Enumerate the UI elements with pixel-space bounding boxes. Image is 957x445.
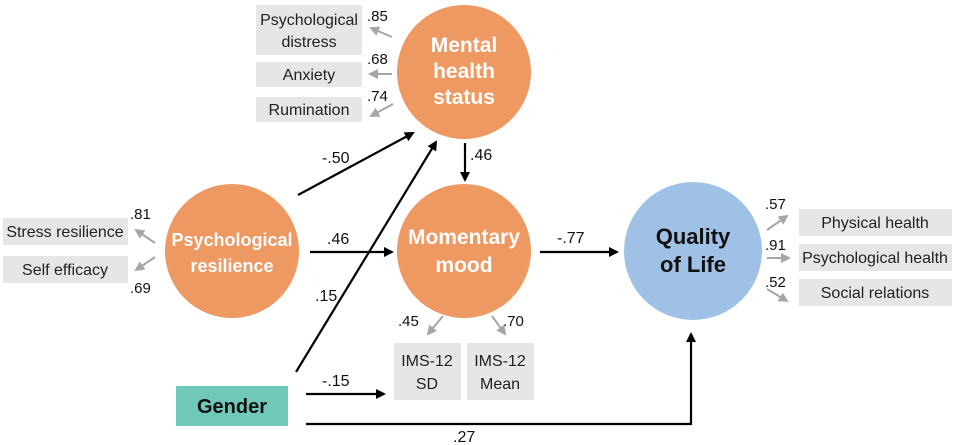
node-momentary-mood-line1: Momentary (408, 226, 520, 249)
loading-psych-distress: .85 (367, 8, 388, 25)
loading-arrow-social-relations (766, 288, 789, 303)
node-gender: Gender (176, 386, 288, 426)
node-psychological-resilience: Psychological resilience (165, 184, 299, 318)
node-mental-health-line1: Mental (431, 34, 498, 57)
loading-anxiety: .68 (367, 51, 388, 68)
indicator-ims-sd: IMS-12 SD (394, 343, 461, 400)
loading-ims-sd: .45 (398, 313, 419, 330)
indicator-psychological-health: Psychological health (799, 244, 952, 271)
coef-gender-to-mood: -.15 (322, 373, 350, 390)
node-mental-health-line3: status (433, 86, 495, 109)
indicator-rumination-label: Rumination (269, 102, 350, 119)
path-resilience-to-mental (297, 132, 415, 196)
loading-arrow-self-efficacy (134, 256, 156, 272)
indicator-ims-mean-line2: Mean (480, 376, 520, 393)
loading-ims-mean: .70 (503, 313, 524, 330)
loading-arrow-stress-resilience (134, 228, 156, 244)
coef-mental-to-mood: .46 (470, 147, 492, 164)
indicator-stress-resilience: Stress resilience (3, 218, 128, 245)
indicator-ims-sd-line2: SD (416, 376, 438, 393)
node-mental-health-status: Mental health status (397, 5, 531, 139)
indicator-psychological-health-label: Psychological health (802, 250, 948, 267)
indicator-ims-mean: IMS-12 Mean (467, 343, 534, 400)
coef-resilience-to-mental: -.50 (322, 150, 350, 167)
node-momentary-mood-line2: mood (435, 254, 492, 277)
indicator-social-relations-label: Social relations (821, 285, 930, 302)
coef-gender-to-mental: .15 (315, 288, 337, 305)
indicator-physical-health: Physical health (799, 209, 952, 236)
indicator-ims-mean-line1: IMS-12 (474, 353, 526, 370)
loading-self-efficacy: .69 (130, 280, 151, 297)
node-mental-health-line2: health (433, 60, 495, 83)
path-gender-to-mental (295, 140, 438, 373)
loading-physical-health: .57 (765, 196, 786, 213)
loading-arrow-ims-mean (491, 315, 507, 336)
loading-stress-resilience: .81 (130, 206, 151, 223)
loading-arrow-psych-distress (369, 26, 393, 38)
loading-psychological-health: .91 (765, 237, 786, 254)
indicator-rumination: Rumination (256, 97, 362, 122)
indicator-anxiety-label: Anxiety (283, 67, 335, 84)
indicator-stress-resilience-label: Stress resilience (6, 224, 123, 241)
indicator-physical-health-label: Physical health (821, 215, 929, 232)
indicator-psych-distress-line1: Psychological (260, 12, 358, 29)
coef-mood-to-quality: -.77 (557, 230, 585, 247)
indicator-anxiety: Anxiety (256, 62, 362, 87)
node-psych-resilience-line2: resilience (190, 256, 273, 276)
node-momentary-mood: Momentary mood (397, 184, 531, 318)
node-quality-of-life: Quality of Life (624, 182, 762, 320)
indicator-social-relations: Social relations (799, 279, 952, 306)
node-quality-line1: Quality (656, 224, 731, 249)
path-gender-to-quality (306, 332, 696, 426)
indicator-psych-distress-line2: distress (281, 34, 336, 51)
indicator-ims-sd-line1: IMS-12 (401, 353, 453, 370)
loading-arrow-ims-sd (426, 315, 444, 336)
coef-gender-to-quality: .27 (453, 429, 475, 445)
loading-arrow-physical-health (766, 214, 789, 231)
loading-arrow-rumination (369, 103, 394, 117)
loading-social-relations: .52 (765, 274, 786, 291)
indicator-self-efficacy: Self efficacy (3, 256, 128, 283)
node-quality-line2: of Life (660, 252, 726, 277)
node-gender-label: Gender (197, 396, 267, 418)
indicator-psych-distress: Psychological distress (256, 5, 362, 55)
coef-resilience-to-mood: .46 (327, 231, 349, 248)
loading-rumination: .74 (367, 88, 388, 105)
indicator-self-efficacy-label: Self efficacy (22, 262, 108, 279)
node-psych-resilience-line1: Psychological (171, 230, 292, 250)
